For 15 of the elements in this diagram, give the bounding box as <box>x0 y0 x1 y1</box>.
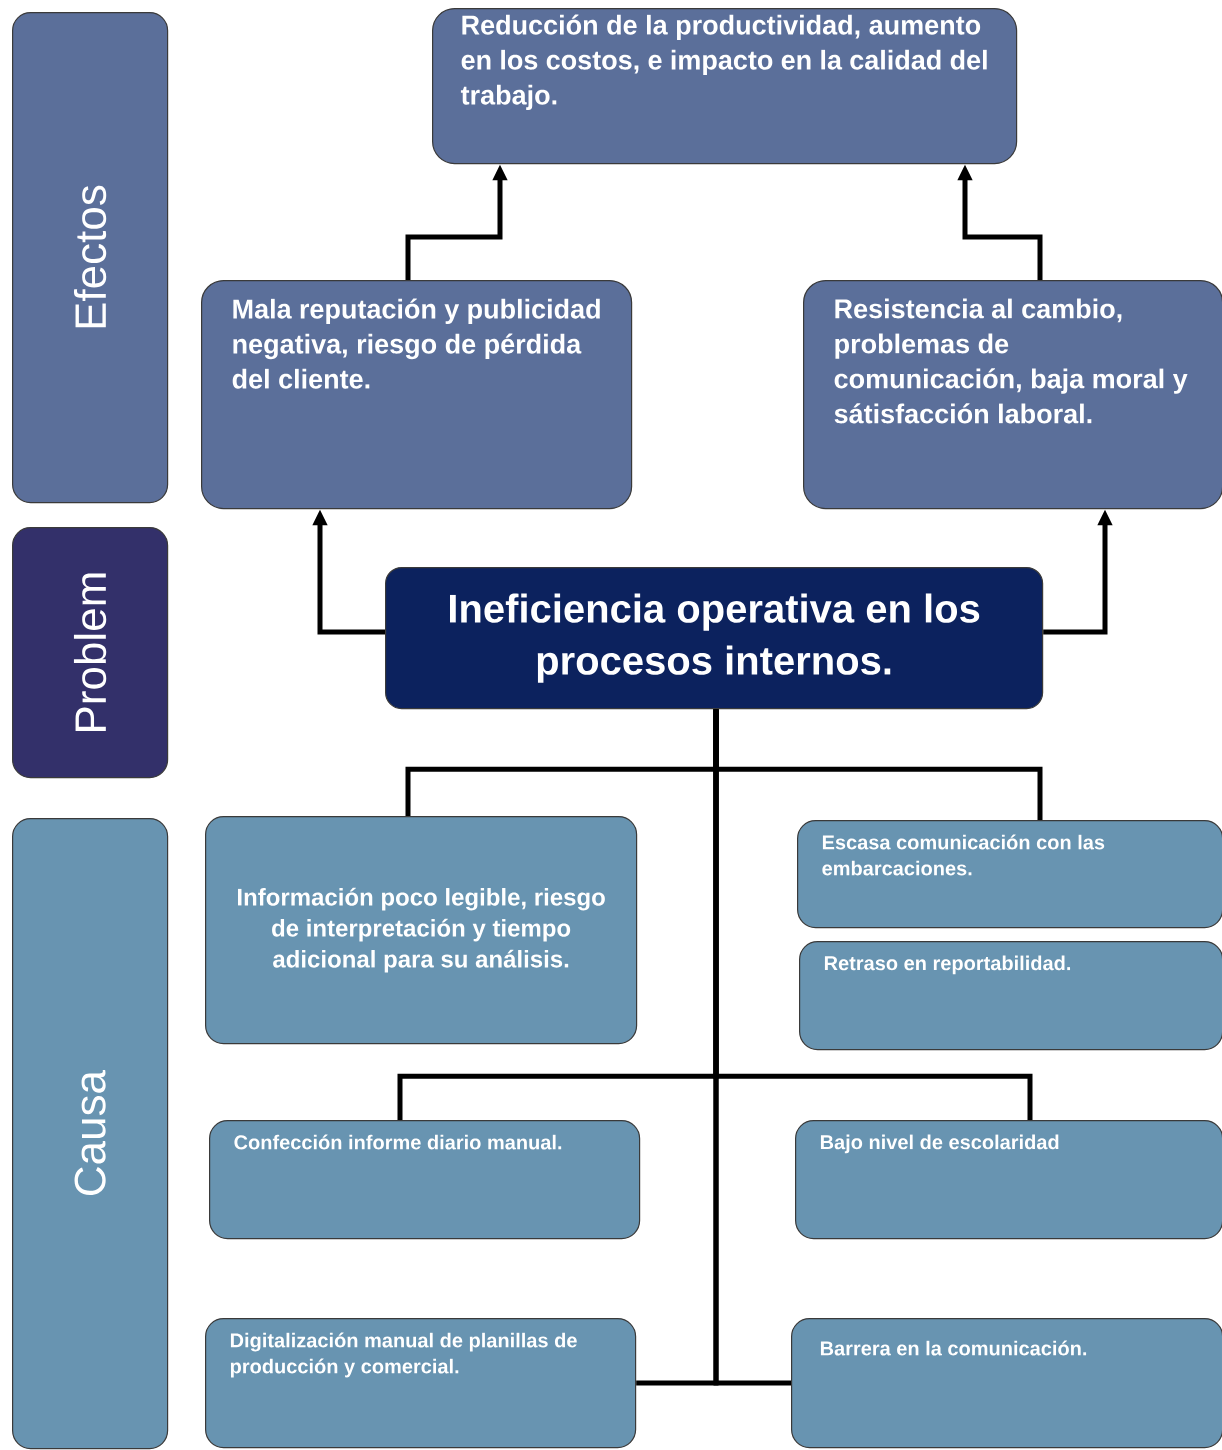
cause-box: Escasa comunicación con las embarcaciones. <box>797 820 1222 929</box>
cause-box: Confección informe diario manual. <box>209 1120 641 1240</box>
cause-box: Retraso en reportabilidad. <box>799 941 1222 1051</box>
section-band: Efectos <box>12 12 169 504</box>
cause-box: Digitalización manual de planillas de producción y comercial. <box>205 1318 637 1449</box>
section-band: Problem <box>12 527 169 779</box>
connector-line <box>713 709 791 1386</box>
problem-box: Ineficiencia operativa en los procesos internos. <box>385 567 1044 710</box>
cause-box: Bajo nivel de escolaridad <box>795 1120 1222 1240</box>
cause-box: Barrera en la comunicación. <box>791 1318 1222 1449</box>
effect-box: Mala reputación y publicidad negativa, riesgo de pérdida del cliente. <box>201 280 633 510</box>
effect-box: Resistencia al cambio, problemas de comunicación, baja moral y sátisfacción laboral. <box>803 280 1222 510</box>
section-band: Causa <box>12 818 169 1450</box>
cause-box: Información poco legible, riesgo de interpretación y tiempo adicional para su análisis. <box>205 816 638 1045</box>
effect-box: Reducción de la productividad, aumento en los costos, e impacto en la calidad del trabajo. <box>432 8 1018 165</box>
